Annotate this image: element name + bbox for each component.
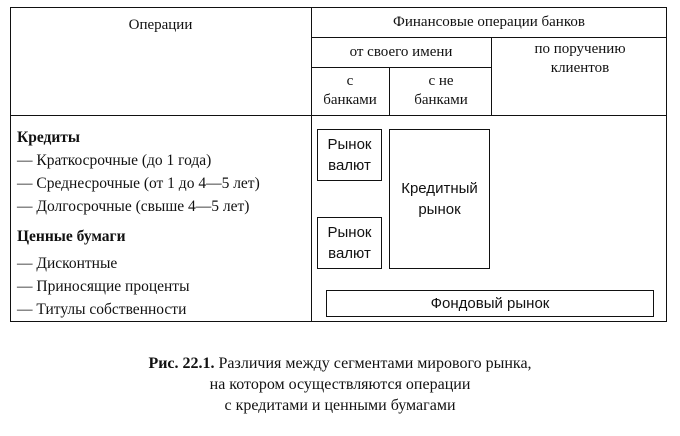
header-with-nonbanks: с не банками	[414, 73, 468, 108]
list-item: — Долгосрочные (свыше 4—5 лет)	[17, 198, 250, 215]
list-item: — Титулы собственности	[17, 301, 187, 318]
securities-title: Ценные бумаги	[17, 228, 126, 245]
header-with-banks: с банками	[323, 73, 377, 108]
column-divider	[311, 7, 312, 322]
header-bottom-line	[10, 115, 667, 116]
list-item: — Среднесрочные (от 1 до 4—5 лет)	[17, 175, 260, 192]
list-item: — Краткосрочные (до 1 года)	[17, 152, 212, 169]
header-bank-operations: Финансовые операции банков	[393, 13, 585, 30]
bank-ops-divider	[311, 37, 667, 38]
figure-caption: Рис. 22.1. Различия между сегментами мир…	[0, 353, 680, 416]
credit-market-box: Кредитный рынок	[389, 129, 490, 269]
banks-nonbanks-divider	[389, 67, 390, 115]
header-on-behalf-of-clients: по поручению клиентов	[534, 41, 626, 76]
header-own-name: от своего имени	[349, 43, 453, 60]
left-list: Кредиты — Краткосрочные (до 1 года) — Ср…	[17, 126, 309, 321]
own-behalf-divider	[491, 37, 492, 115]
fx-market-box-1: Рынок валют	[317, 129, 382, 181]
fx-market-box-2: Рынок валют	[317, 217, 382, 269]
figure-label: Рис. 22.1.	[148, 355, 215, 372]
stock-market-box: Фондовый рынок	[326, 290, 654, 317]
caption-line-2: на котором осуществляются операции	[209, 376, 471, 393]
caption-line-1: Рис. 22.1. Различия между сегментами мир…	[0, 353, 680, 374]
own-name-divider	[311, 67, 491, 68]
caption-line-3: с кредитами и ценными бумагами	[224, 397, 456, 414]
table-frame	[10, 7, 667, 322]
credits-title: Кредиты	[17, 129, 81, 146]
list-item: — Дисконтные	[17, 255, 118, 272]
list-item: — Приносящие проценты	[17, 278, 190, 295]
caption-text-1: Различия между сегментами мирового рынка…	[218, 355, 532, 372]
header-operations: Операции	[128, 16, 193, 33]
